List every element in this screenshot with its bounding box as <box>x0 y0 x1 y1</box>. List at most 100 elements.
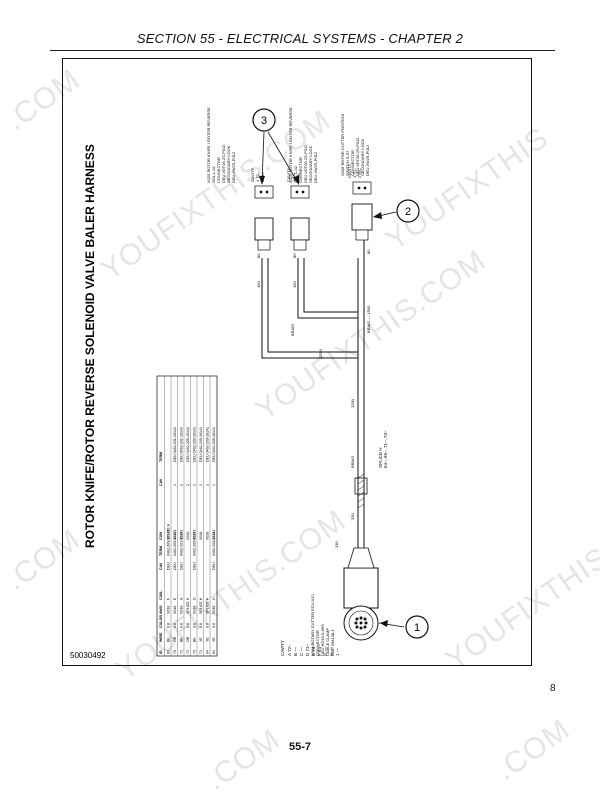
dim-150b: 150 <box>292 281 297 288</box>
splice-label-line: SPLICE H <box>378 447 383 468</box>
wire-table-cell: 73 <box>193 650 197 654</box>
main-connector <box>343 547 379 641</box>
wire-table-cell: 0.8 <box>206 623 210 628</box>
wire-table-header: CAV <box>159 478 163 486</box>
connector-label-line: SOL L-01 <box>211 165 216 183</box>
connector-label-line: SWITCH S-37 <box>345 150 350 176</box>
wire-table-cell: X026 <box>193 532 197 540</box>
cavity-line: CAVITY <box>286 168 291 182</box>
connector-label-line: DEU #W2S-P012 <box>365 144 370 176</box>
wire-table-cell: 0.8 <box>167 623 171 628</box>
callout-3-number: 3 <box>261 115 267 127</box>
wire-table-cell: 2 <box>180 484 184 486</box>
cavity-list-header: CAVITY <box>280 640 285 656</box>
wire-table-cell: SPLICE H <box>206 597 210 614</box>
dim-80a: 80 <box>256 253 261 258</box>
wire-table-cell: 0.8 <box>180 623 184 628</box>
wire-table-cell: DEU 0462-209-16141 <box>199 427 203 462</box>
connector-label-line: X018 ROTARY CUTTER ECU-012 <box>310 594 315 656</box>
wire-table-cell: 70 <box>173 650 177 654</box>
wire-table-cell: E <box>173 597 177 600</box>
wire-table-cell: 0462-209-16141 <box>167 530 171 556</box>
page-footer: 55-7 <box>288 741 312 753</box>
splice-label-line: 64–, 69–, 71–, 73– <box>383 430 388 468</box>
connector-label-line: DEU #W2S-P012 <box>313 151 318 183</box>
wire-table-cell: 0462-209-16141 <box>193 530 197 556</box>
dim-braid-1500: BRAID — 1500 <box>366 305 371 333</box>
connector-x028 <box>351 181 373 241</box>
dim-1260: 1260 <box>350 398 355 408</box>
cavity-list-row: C — <box>299 647 304 657</box>
dimension-labels: 130 200 BRAID 1260 BRAID — 1500 2550 BRA… <box>256 249 371 548</box>
connector-label-line: SECONDARY LOCK <box>226 145 231 183</box>
wire-table-cell: X026 <box>199 532 203 540</box>
header-rule <box>50 50 555 51</box>
wire-table-cell: SPLICE H <box>186 597 190 614</box>
wire-table-header: CON <box>159 532 163 540</box>
cavity-list-rows: A 72–B —C —D 71–E 74–F 64–G —H —J — <box>287 643 340 656</box>
cavity-list-row: H — <box>329 647 334 657</box>
wire-table-cell: 0.8 <box>193 623 197 628</box>
wire-table-cell: 69 <box>167 650 171 654</box>
wire-table-cell: A <box>180 597 184 600</box>
cavity-line: 1 72– <box>255 171 260 182</box>
wire-table-cell: X025 <box>173 532 177 540</box>
wire-table-cell: SPLICE H <box>167 523 171 540</box>
diagram-frame <box>62 58 532 666</box>
harness-diagram: 50030492 ROTOR KNIFE/ROTOR REVERSE SOLEN… <box>70 107 429 660</box>
wire-table-cell: DEU 0462-209-16141 <box>212 427 216 462</box>
wire-table-header: TERM <box>159 546 163 556</box>
connector-label-line: CONNECTOR <box>298 157 303 183</box>
cavity-line: 1 70– <box>352 167 357 178</box>
wire-table-cell: OR <box>186 636 190 642</box>
wire-table-cell: 72 <box>186 650 190 654</box>
cavity-list-row: E 74– <box>311 644 316 656</box>
connector-label-line: SECONDARY LOCK <box>360 138 365 176</box>
dim-150a: 150 <box>256 281 261 288</box>
wire-table-cell: 0462-209-16141 <box>212 530 216 556</box>
connector-label-line: CABLE CLAMP <box>325 628 330 656</box>
connector-label-line: X028 ROTOR CUTTER POSITION <box>340 114 345 176</box>
wire-table-header: ID <box>159 650 163 654</box>
wire-table-cell: BK <box>180 637 184 642</box>
wire-table-header: CON– <box>159 590 163 600</box>
cavity-list-row: G — <box>323 646 328 656</box>
wire-table-cell: DEU <box>212 562 216 570</box>
wire-table-cell: DEU <box>180 562 184 570</box>
callout-3: 3 <box>252 108 299 185</box>
wire-table-cell: 74 <box>199 650 203 654</box>
wire-table-cell: F <box>167 597 171 600</box>
connector-label-line: SECONDARY LOCK <box>308 145 313 183</box>
wire-table-cell: X025 <box>180 532 184 540</box>
wire-table-cell: 0.8 <box>199 623 203 628</box>
page-number: 8 <box>550 683 556 694</box>
part-number: 50030492 <box>70 651 106 660</box>
wire-table-cell: DEU 0462-209-16141 <box>206 427 210 462</box>
connector-label-line: DEU #DT06-2S-P012 <box>303 144 308 183</box>
wire-table-cell: X018 <box>173 606 177 614</box>
connector-x025 <box>254 185 274 251</box>
wire-table-cell: DEU 0462-209-16141 <box>193 427 197 462</box>
connector-label-line: DEU #DT06-2S-P012 <box>221 144 226 183</box>
wire-table-cell: DEU <box>173 562 177 570</box>
wire-table-cell: 1 <box>212 484 216 486</box>
cavity-list-row: J — <box>335 647 340 656</box>
wire-table-cell: DEU 0462-209-16141 <box>186 427 190 462</box>
wire-table-cell: X018 <box>212 606 216 614</box>
wire-table-cell: H <box>212 597 216 600</box>
wire-table-header: CAV <box>159 562 163 570</box>
cavity-list-row: B — <box>293 647 298 656</box>
wire-table-cell: DEU 0462-201-16141 <box>173 427 177 462</box>
wire-table-cell: 0.8 <box>173 623 177 628</box>
wire-table-cell: 2 <box>186 484 190 486</box>
connector-label-line: DEU #W2S-P012 <box>231 151 236 183</box>
cavity-line: CAVITY <box>347 164 352 178</box>
wire-table-cell: X018 <box>193 606 197 614</box>
wire-table-cell: DEU 0462-201-16141 <box>180 427 184 462</box>
wire-table-cell: 0.8 <box>186 623 190 628</box>
section-header: SECTION 55 - ELECTRICAL SYSTEMS - CHAPTE… <box>136 31 464 46</box>
